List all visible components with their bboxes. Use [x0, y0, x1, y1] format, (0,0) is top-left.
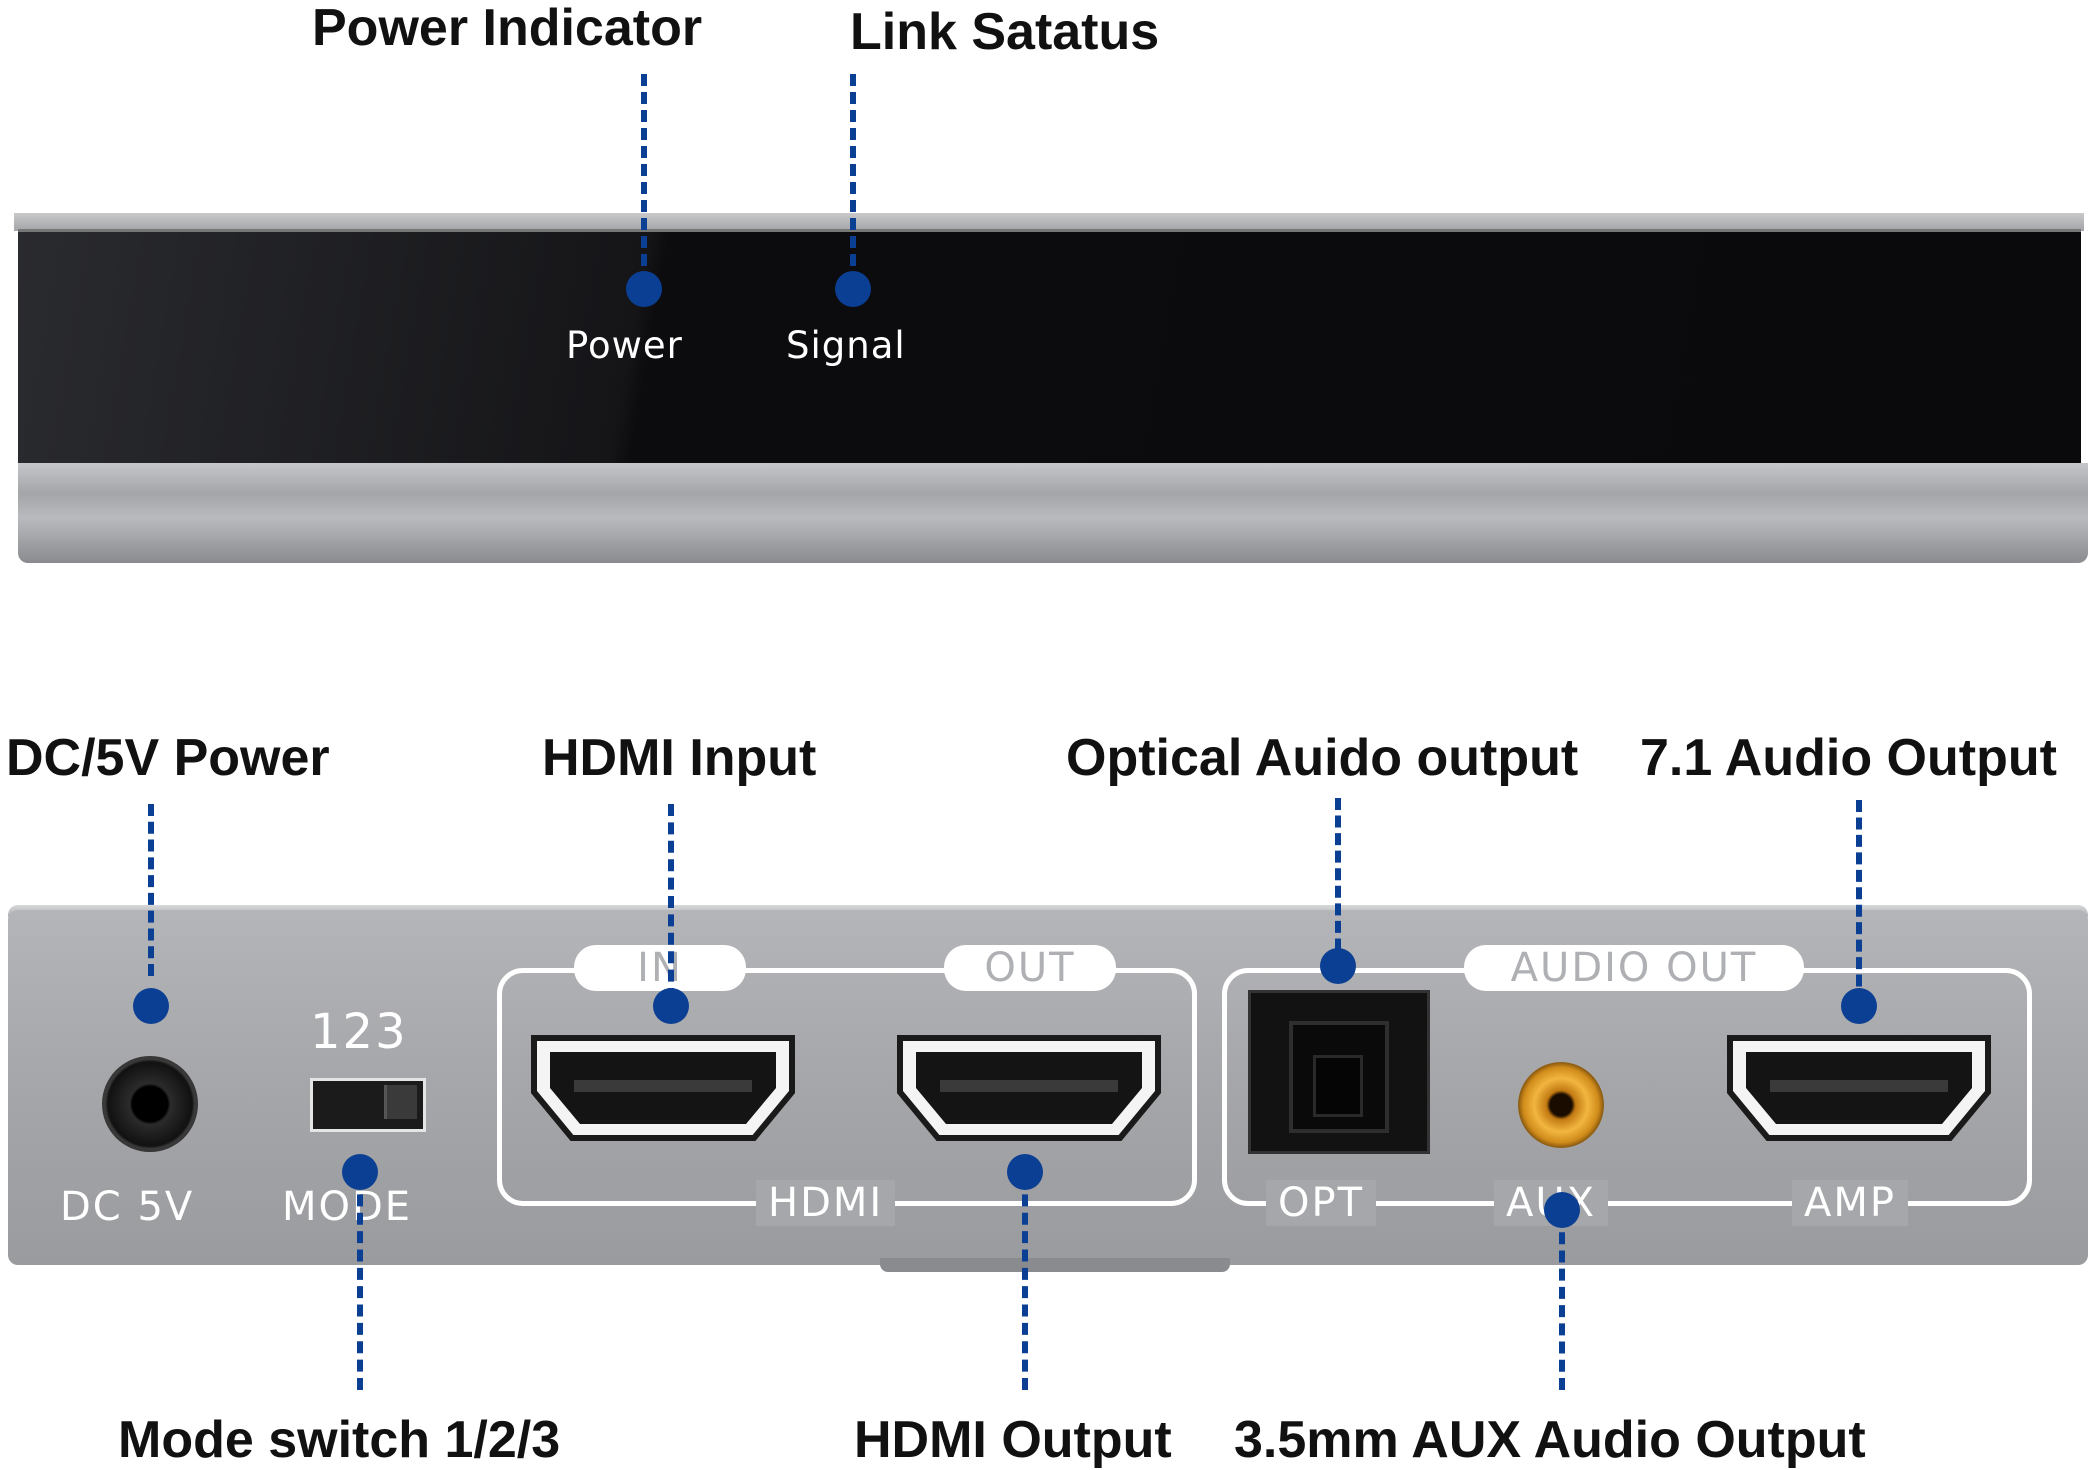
mode-port-label: MODE: [282, 1184, 413, 1230]
front-panel-base: [18, 463, 2088, 563]
optical-toslink-port: [1248, 990, 1430, 1154]
callout-optical-output: Optical Auido output: [1066, 729, 1579, 787]
leader-line-7-1-audio-output: [1856, 800, 1862, 1004]
leader-line-dc-power: [148, 804, 154, 976]
signal-led-label: Signal: [786, 324, 906, 367]
audio-out-tag: AUDIO OUT: [1464, 945, 1804, 991]
marker-hdmi-input: [653, 988, 689, 1024]
hdmi-group-label: HDMI: [756, 1180, 896, 1226]
hdmi-out-tag: OUT: [944, 945, 1116, 991]
hdmi-in-tag: IN: [574, 945, 746, 991]
hdmi-output-port: [897, 1035, 1161, 1141]
power-led-label: Power: [566, 324, 683, 367]
callout-7-1-audio-output: 7.1 Audio Output: [1640, 729, 2057, 787]
callout-power-indicator: Power Indicator: [312, 0, 703, 57]
mode-slide-switch: [310, 1078, 426, 1132]
leader-line-power-indicator: [641, 74, 647, 284]
optical-port-inner: [1289, 1021, 1389, 1133]
mode-numbers: 123: [310, 1004, 408, 1060]
amp-port-label: AMP: [1792, 1180, 1908, 1226]
marker-signal-led: [835, 271, 871, 307]
marker-amp-output: [1841, 988, 1877, 1024]
dc-port-label: DC 5V: [60, 1184, 195, 1230]
callout-hdmi-output: HDMI Output: [854, 1411, 1172, 1469]
leader-line-hdmi-output: [1022, 1176, 1028, 1390]
callout-dc-power: DC/5V Power: [6, 729, 330, 787]
opt-port-label: OPT: [1266, 1180, 1377, 1226]
leader-line-hdmi-input: [668, 804, 674, 1000]
aux-audio-jack: [1518, 1062, 1604, 1148]
hdmi-amp-port: [1727, 1035, 1991, 1141]
rear-panel-foot: [880, 1258, 1230, 1272]
leader-line-link-status: [850, 74, 856, 284]
mode-switch-knob: [384, 1085, 417, 1119]
callout-aux-output: 3.5mm AUX Audio Output: [1234, 1411, 1866, 1469]
leader-line-optical-output: [1335, 798, 1341, 968]
marker-dc-power: [133, 988, 169, 1024]
marker-optical-output: [1320, 948, 1356, 984]
optical-port-core: [1313, 1055, 1363, 1117]
leader-line-mode-switch: [357, 1176, 363, 1390]
callout-hdmi-input: HDMI Input: [542, 729, 817, 787]
callout-mode-switch: Mode switch 1/2/3: [118, 1411, 561, 1469]
dc-power-jack: [102, 1056, 198, 1152]
marker-power-led: [626, 271, 662, 307]
front-panel-top-edge: [14, 213, 2084, 231]
front-panel-face: Power Signal: [18, 229, 2081, 467]
callout-link-status: Link Satatus: [850, 3, 1160, 61]
leader-line-aux-output: [1559, 1214, 1565, 1390]
hdmi-input-port: [531, 1035, 795, 1141]
